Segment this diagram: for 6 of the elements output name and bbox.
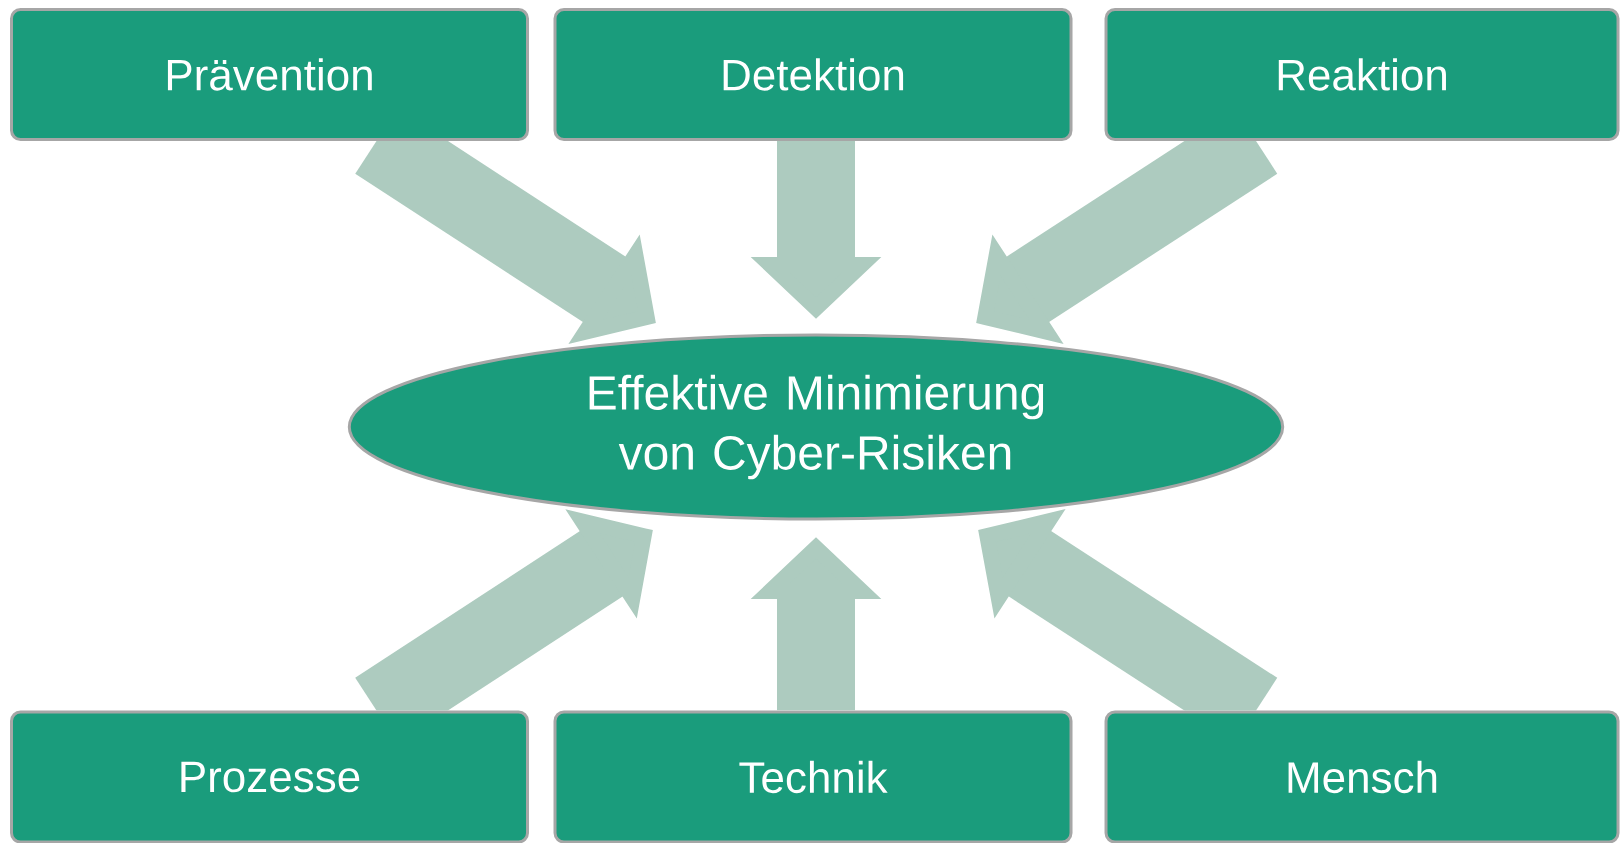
category-box: Mensch <box>1104 710 1620 843</box>
category-box: Reaktion <box>1104 8 1620 141</box>
category-box: Detektion <box>553 8 1073 141</box>
category-box: Prozesse <box>10 710 529 843</box>
category-box: Technik <box>553 710 1073 843</box>
category-box: Prävention <box>10 8 529 141</box>
